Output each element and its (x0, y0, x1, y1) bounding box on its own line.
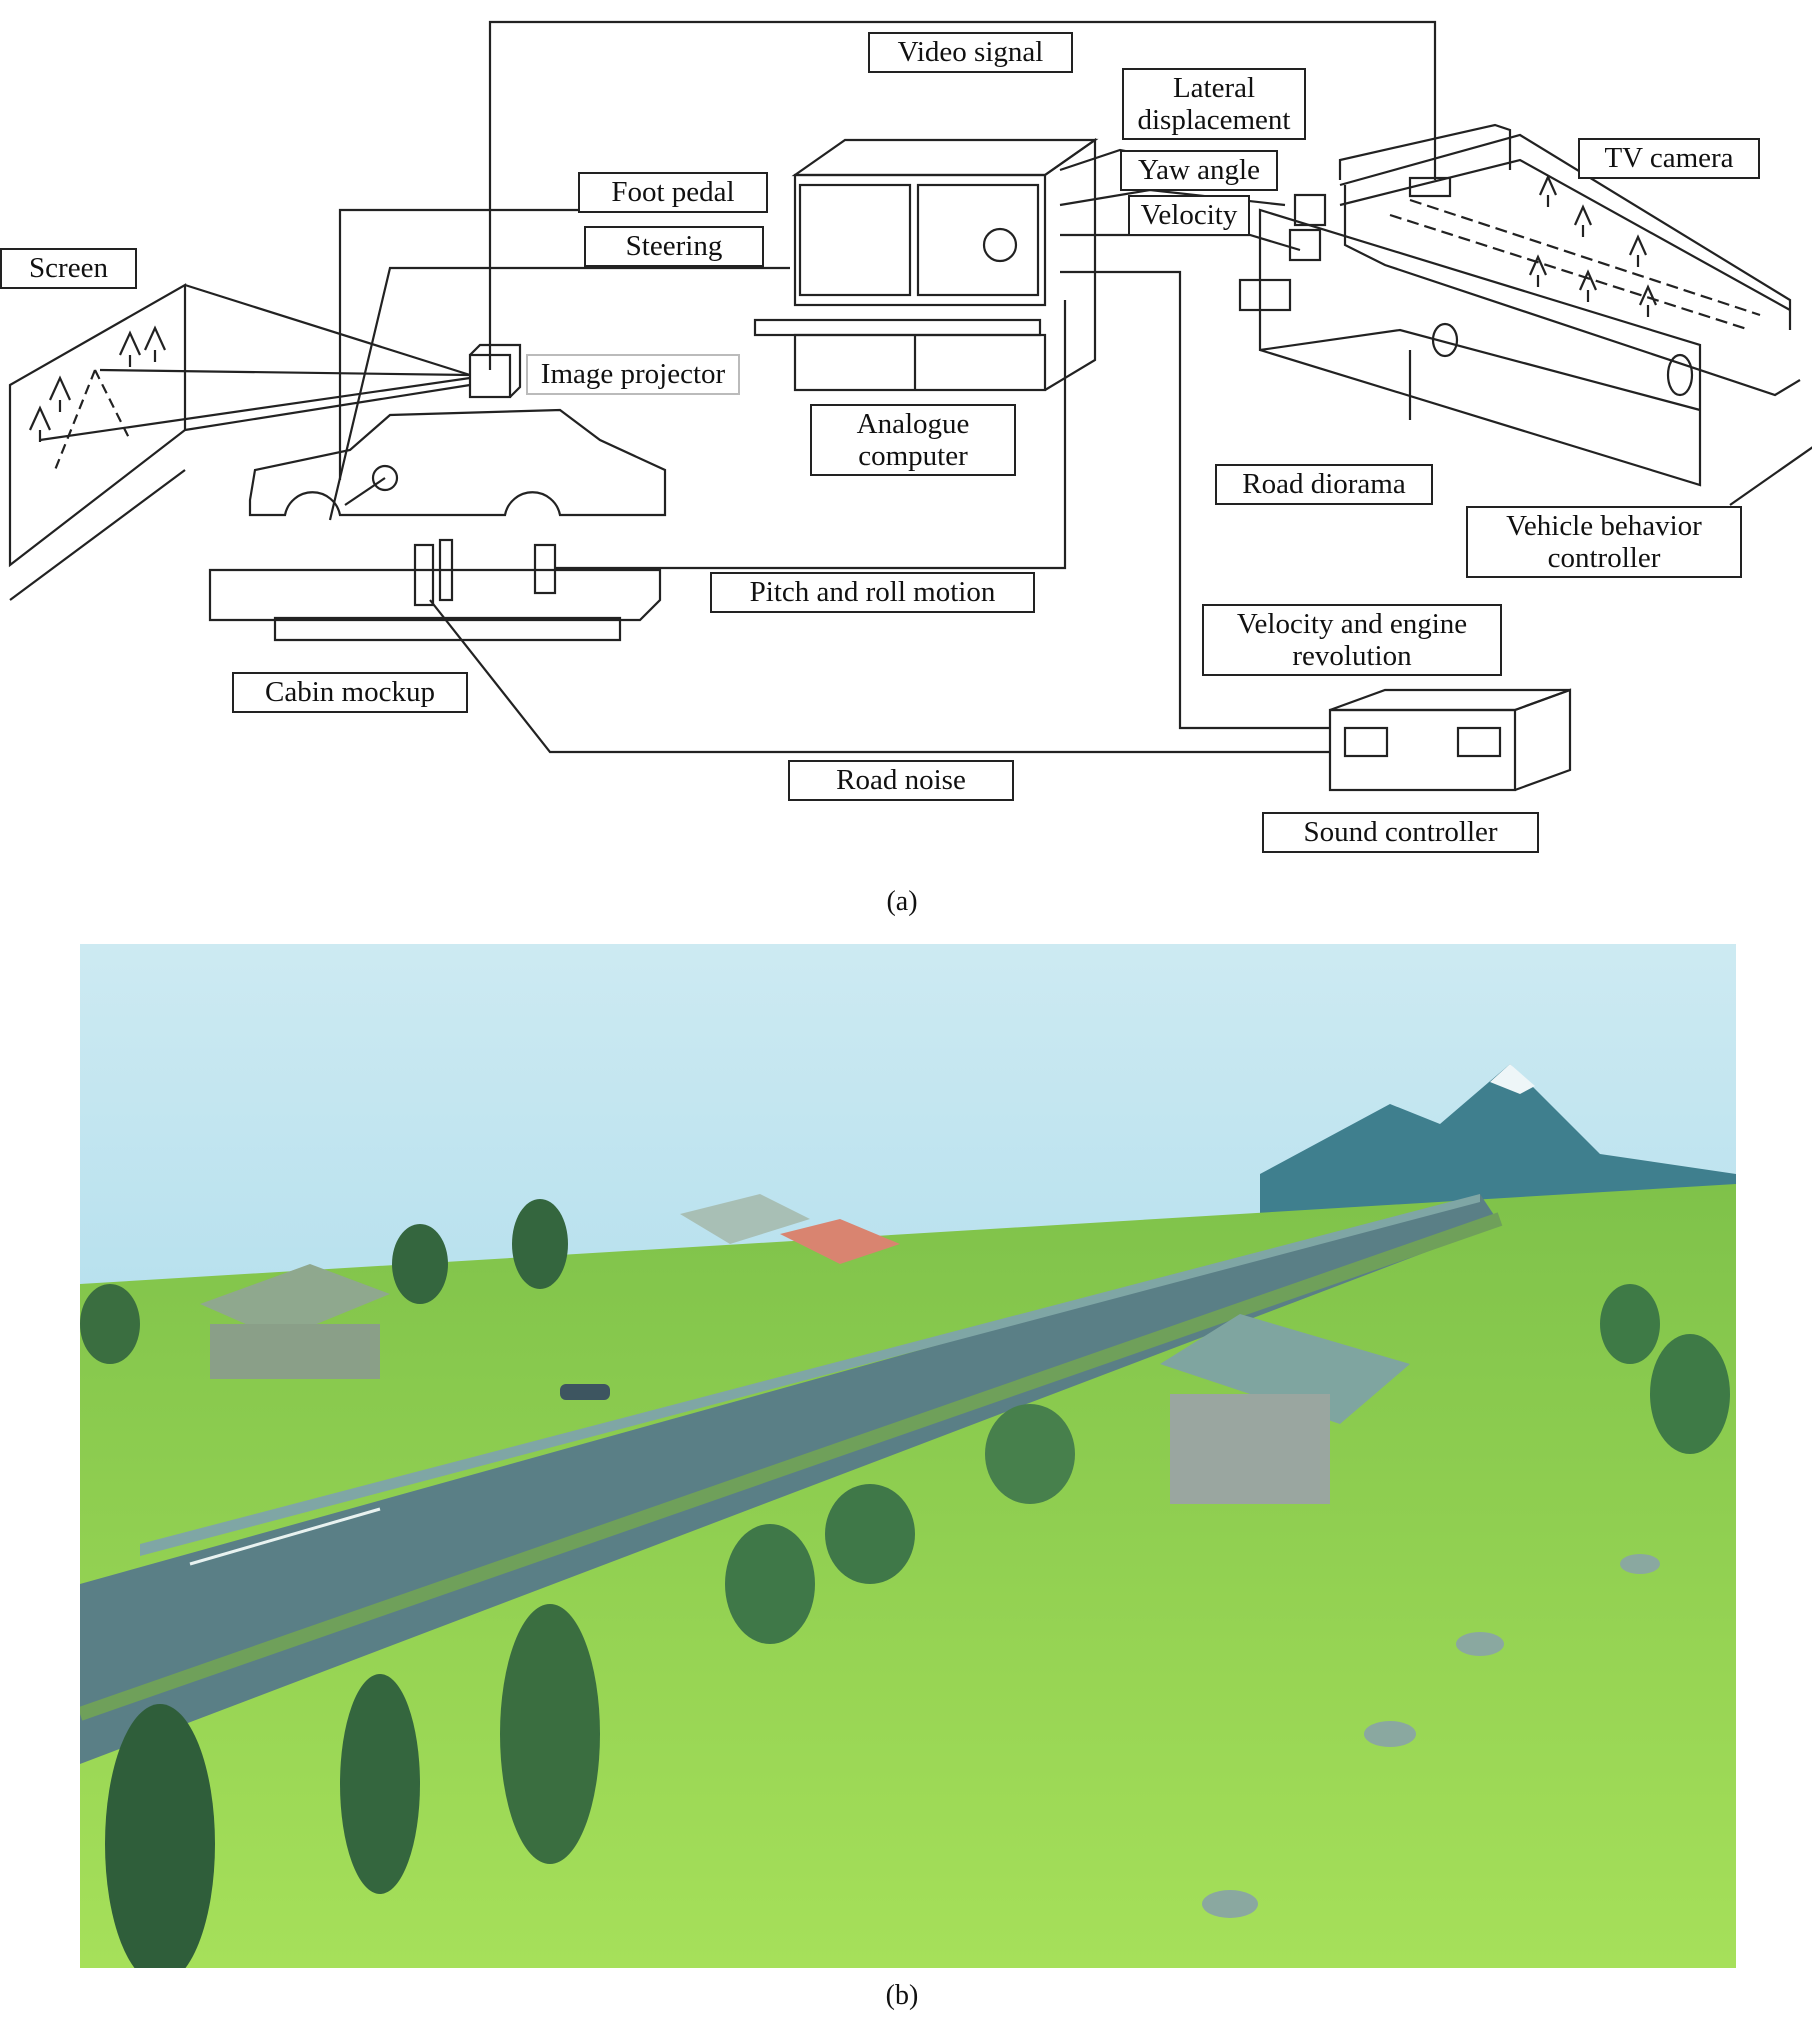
tree (825, 1484, 915, 1584)
label-screen: Screen (0, 248, 137, 289)
label-video-signal: Video signal (868, 32, 1073, 73)
tree (392, 1224, 448, 1304)
label-image-projector: Image projector (526, 354, 740, 395)
label-cabin-mockup: Cabin mockup (232, 672, 468, 713)
tree (105, 1704, 215, 1968)
label-steering: Steering (584, 226, 764, 267)
caption-a: (a) (886, 886, 918, 917)
caption-b: (b) (885, 1980, 919, 2011)
label-velocity-and-engine-revolution: Velocity and engine revolution (1202, 604, 1502, 676)
tree (725, 1524, 815, 1644)
road-diorama-photo (80, 944, 1736, 1968)
label-lateral-displacement: Lateral displacement (1122, 68, 1306, 140)
label-analogue-computer: Analogue computer (810, 404, 1016, 476)
tree (1600, 1284, 1660, 1364)
label-vehicle-behavior-controller: Vehicle behavior controller (1466, 506, 1742, 578)
label-tv-camera: TV camera (1578, 138, 1760, 179)
tree (985, 1404, 1075, 1504)
house (1160, 1314, 1410, 1424)
tree (500, 1604, 600, 1864)
label-yaw-angle: Yaw angle (1120, 150, 1278, 191)
label-velocity: Velocity (1128, 195, 1250, 236)
tree (1650, 1334, 1730, 1454)
label-sound-controller: Sound controller (1262, 812, 1539, 853)
label-road-noise: Road noise (788, 760, 1014, 801)
label-road-diorama: Road diorama (1215, 464, 1433, 505)
label-foot-pedal: Foot pedal (578, 172, 768, 213)
house (200, 1264, 390, 1339)
tree (512, 1199, 568, 1289)
simulator-schematic (8, 20, 1812, 792)
tree (80, 1284, 140, 1364)
tree (340, 1674, 420, 1894)
label-pitch-and-roll-motion: Pitch and roll motion (710, 572, 1035, 613)
